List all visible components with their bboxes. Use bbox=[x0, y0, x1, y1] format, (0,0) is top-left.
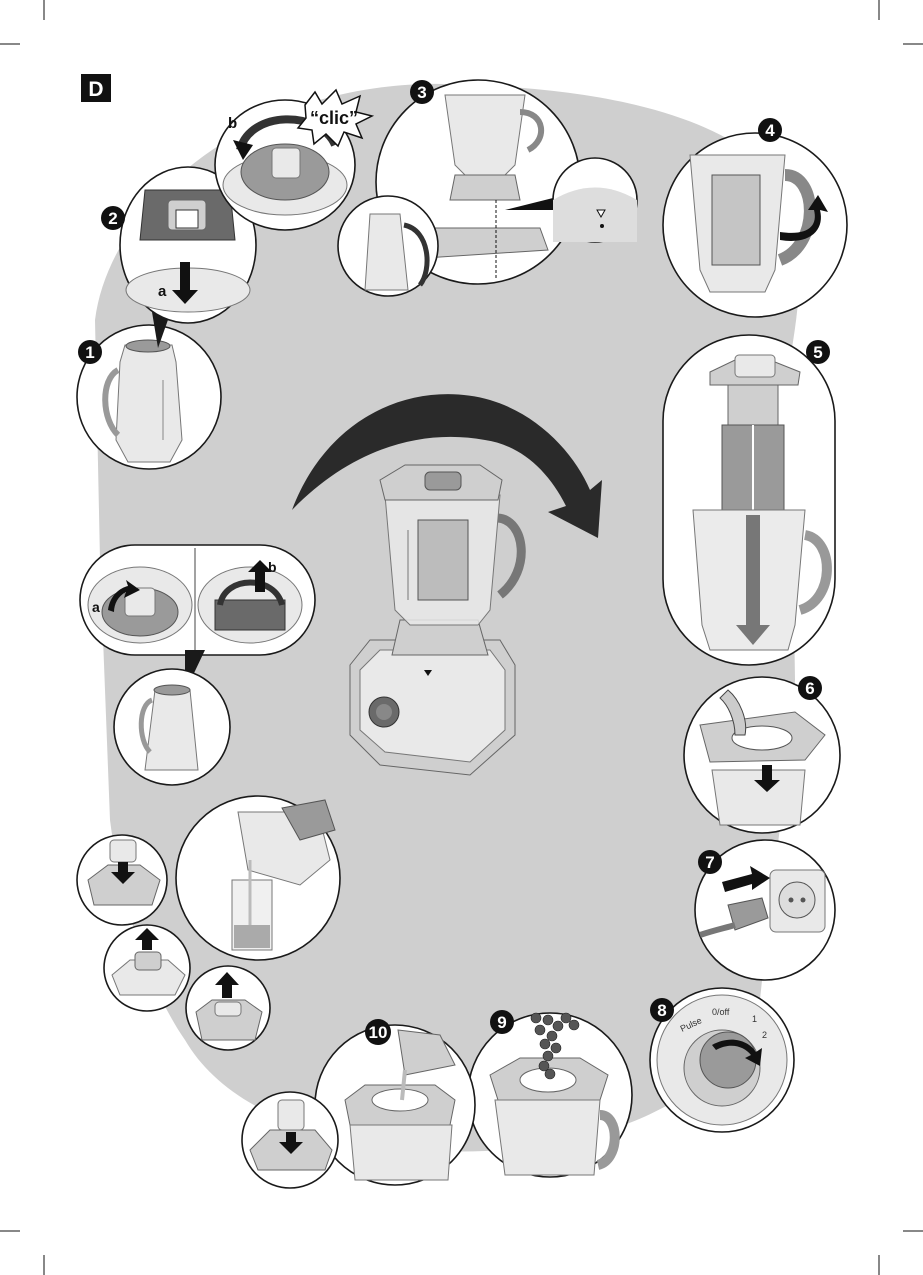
clic-text: “clic” bbox=[310, 108, 358, 128]
cap-lift-panel bbox=[186, 966, 270, 1050]
svg-text:7: 7 bbox=[705, 853, 714, 872]
svg-text:5: 5 bbox=[813, 343, 822, 362]
sub-label-a: a bbox=[92, 599, 100, 615]
step-badge-3: 3 bbox=[410, 80, 434, 104]
sub-label-b: b bbox=[228, 115, 237, 132]
dial-off: 0/off bbox=[712, 1007, 730, 1017]
disassembly-jar-panel bbox=[114, 669, 230, 785]
step-badge-6: 6 bbox=[798, 676, 822, 700]
svg-text:6: 6 bbox=[805, 679, 814, 698]
dial-two: 2 bbox=[762, 1030, 767, 1040]
disassembly-panel: a b bbox=[80, 545, 315, 655]
step-badge-10: 10 bbox=[365, 1019, 391, 1045]
step-badge-8: 8 bbox=[650, 998, 674, 1022]
lid-lift-panel bbox=[104, 925, 190, 1011]
step-9-panel bbox=[468, 1013, 632, 1177]
svg-text:9: 9 bbox=[497, 1013, 506, 1032]
svg-text:2: 2 bbox=[108, 209, 117, 228]
step-badge-4: 4 bbox=[758, 118, 782, 142]
step-badge-7: 7 bbox=[698, 850, 722, 874]
svg-text:8: 8 bbox=[657, 1001, 666, 1020]
step-5-panel bbox=[663, 335, 835, 665]
lid-remove-panel bbox=[77, 835, 167, 925]
svg-text:1: 1 bbox=[85, 343, 94, 362]
sub-label-b: b bbox=[268, 559, 277, 575]
sub-label-a: a bbox=[158, 283, 167, 300]
step-4-panel bbox=[663, 133, 847, 317]
step-badge-5: 5 bbox=[806, 340, 830, 364]
svg-text:3: 3 bbox=[417, 83, 426, 102]
jar-icon bbox=[116, 345, 182, 462]
svg-text:4: 4 bbox=[765, 121, 775, 140]
step-badge-9: 9 bbox=[490, 1010, 514, 1034]
step-6-panel bbox=[684, 677, 840, 833]
svg-text:10: 10 bbox=[369, 1023, 388, 1042]
step-badge-1: 1 bbox=[78, 340, 102, 364]
step-badge-2: 2 bbox=[101, 206, 125, 230]
section-label: D bbox=[81, 74, 111, 102]
section-label-text: D bbox=[88, 78, 103, 101]
dial-one: 1 bbox=[752, 1014, 757, 1024]
pouring-panel bbox=[176, 796, 340, 960]
